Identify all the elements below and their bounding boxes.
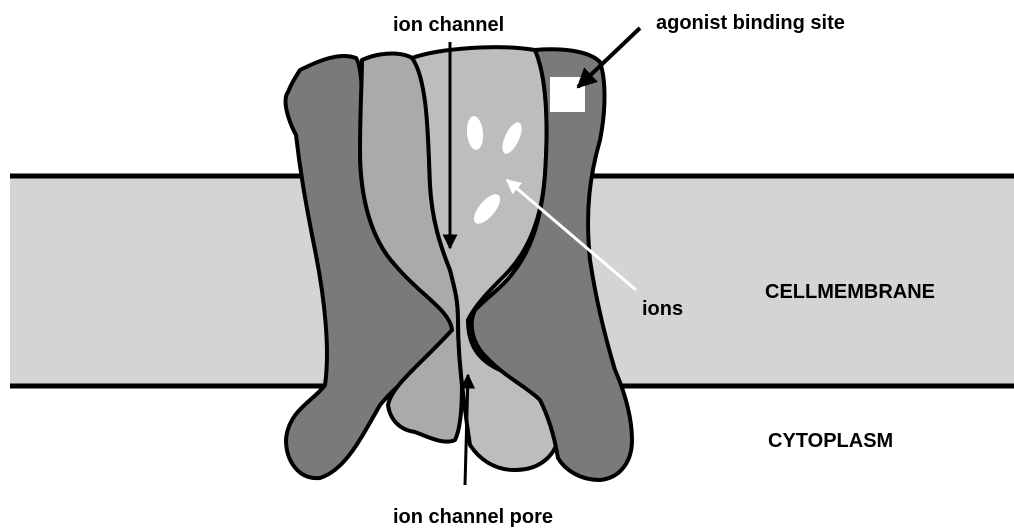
label-ion-channel: ion channel <box>393 14 504 36</box>
label-cytoplasm: CYTOPLASM <box>768 430 893 452</box>
label-ions: ions <box>642 298 683 320</box>
label-cell-membrane: CELLMEMBRANE <box>765 281 935 303</box>
label-agonist-binding-site: agonist binding site <box>656 12 845 34</box>
label-ion-channel-pore: ion channel pore <box>393 506 553 528</box>
agonist-binding-site-square <box>550 77 585 112</box>
